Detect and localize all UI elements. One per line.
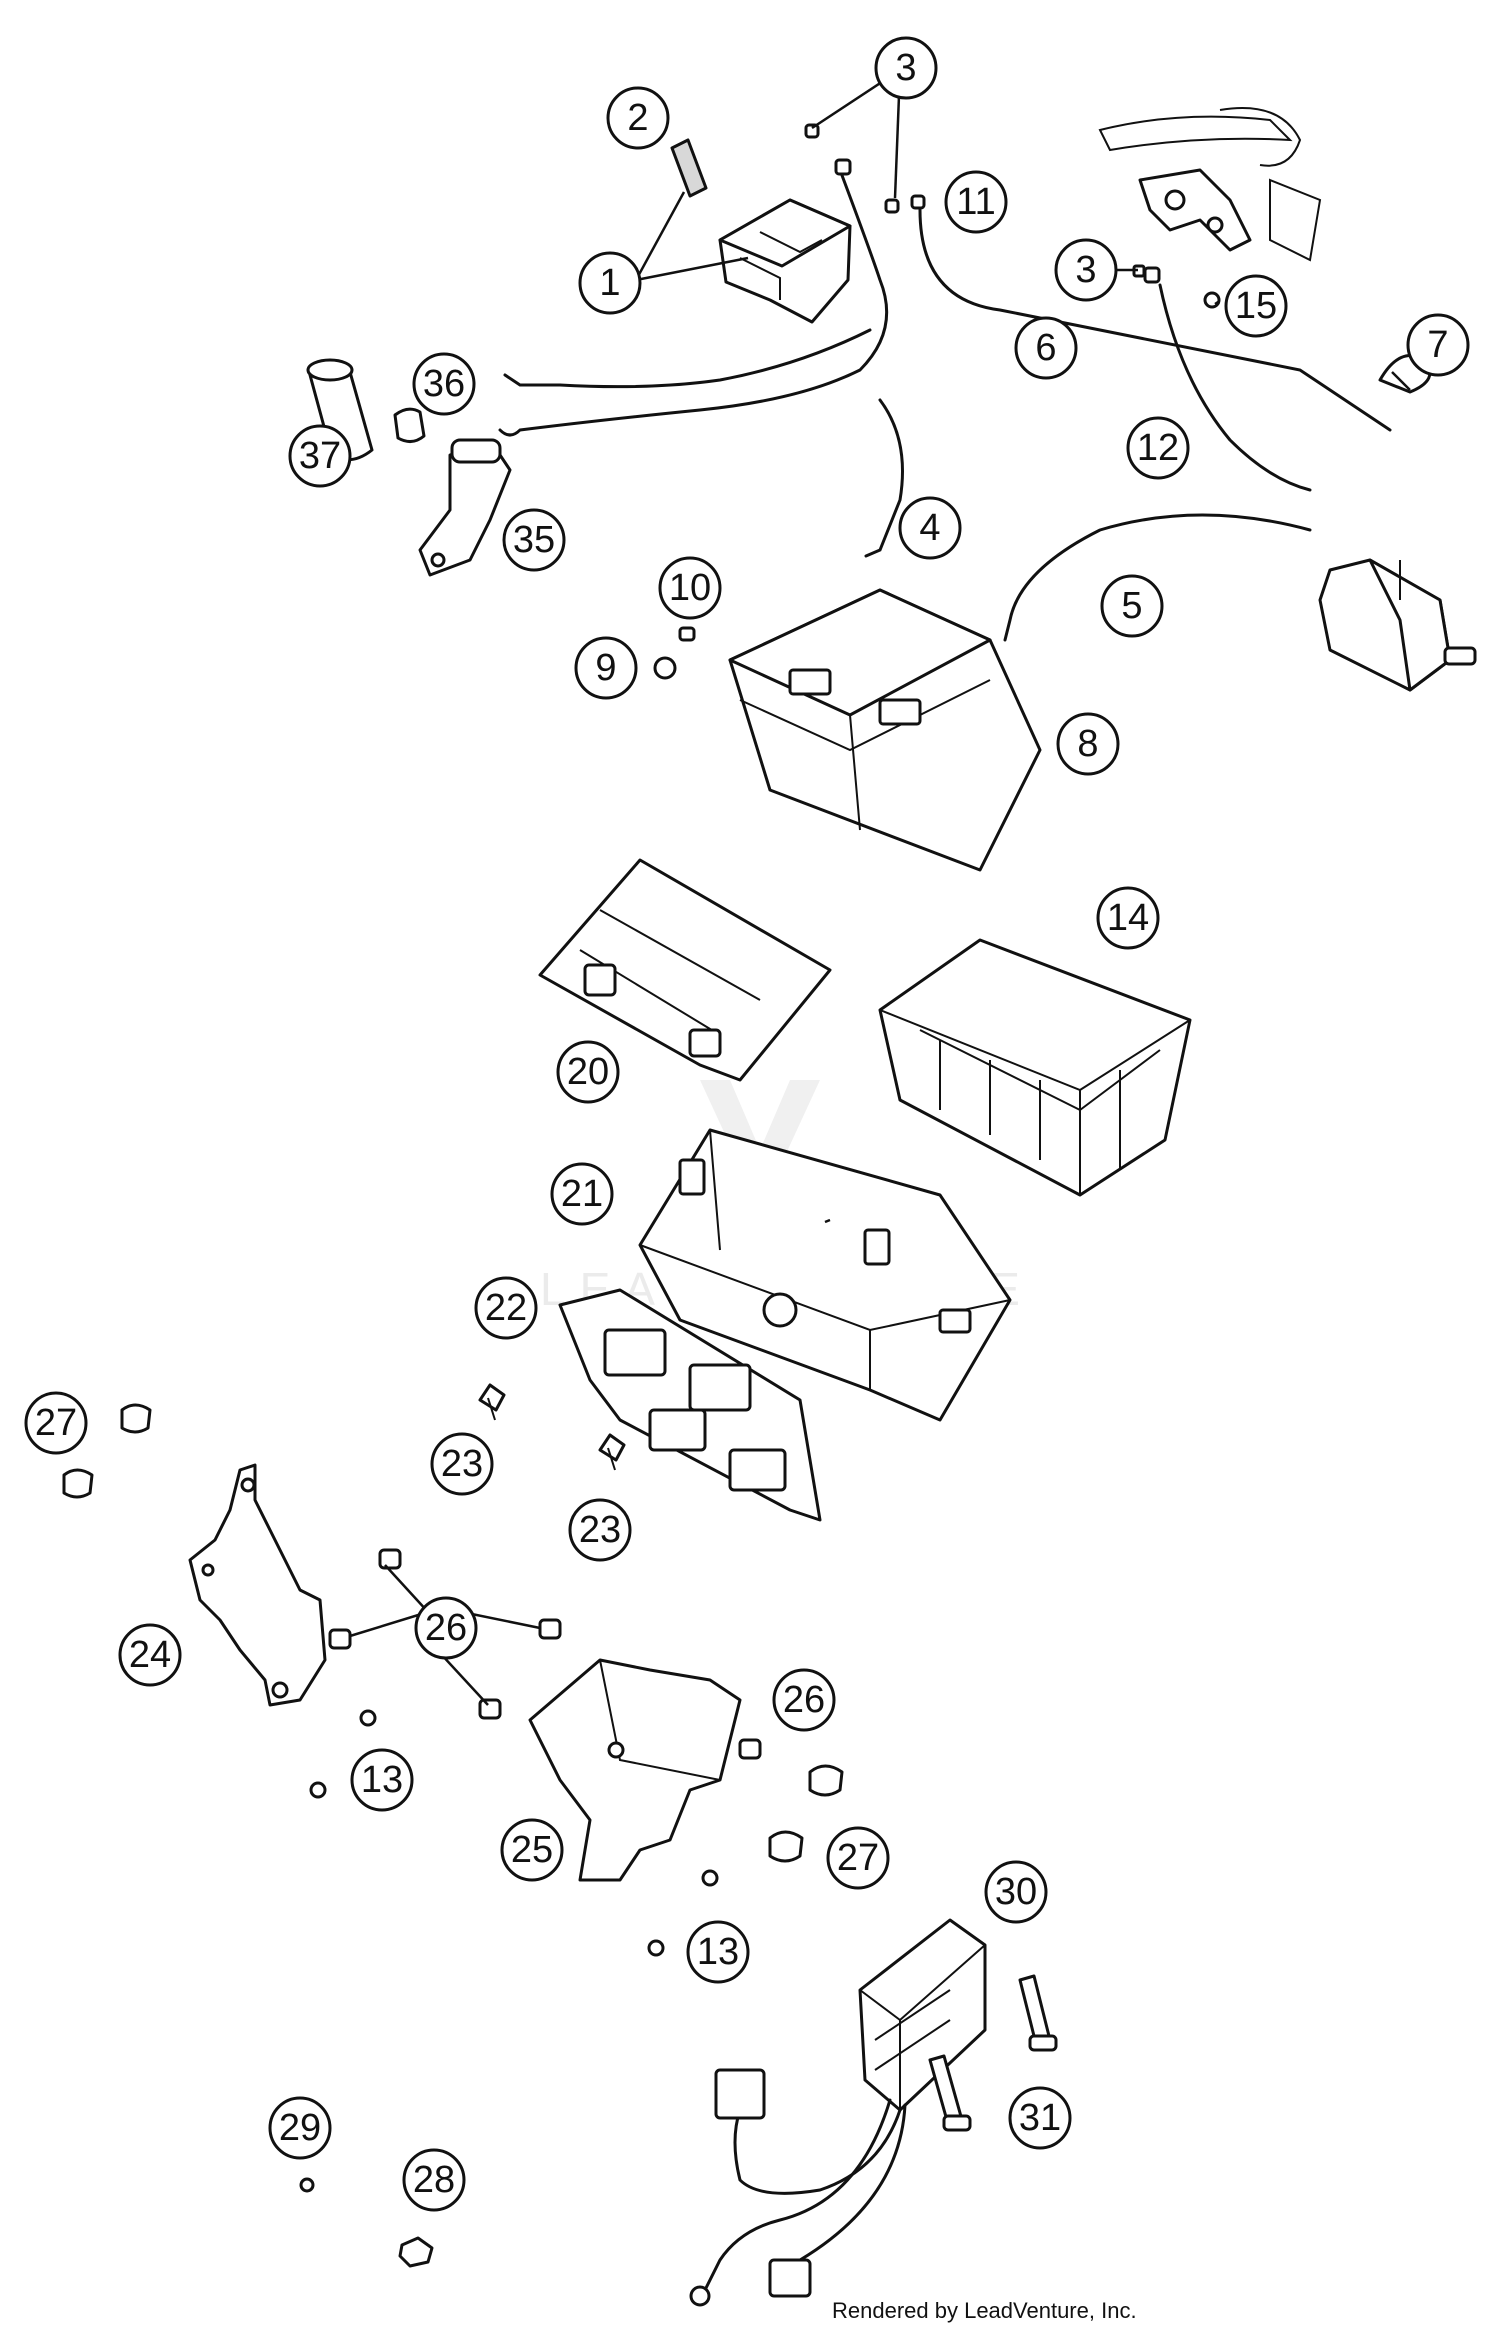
svg-text:22: 22 [485, 1287, 527, 1329]
callout-9: 9 [574, 636, 638, 700]
bushings-27 [62, 1403, 844, 1863]
svg-text:35: 35 [513, 519, 555, 561]
clips-26 [328, 1548, 762, 1760]
svg-text:9: 9 [595, 647, 616, 689]
svg-text:2: 2 [627, 97, 648, 139]
callout-2: 2 [606, 86, 670, 150]
callout-26-right: 26 [772, 1668, 836, 1732]
regulator-harness [689, 2068, 907, 2307]
callout-13-right: 13 [686, 1920, 750, 1984]
svg-text:13: 13 [361, 1759, 403, 1801]
svg-text:24: 24 [129, 1634, 171, 1676]
callout-5: 5 [1100, 574, 1164, 638]
callout-35: 35 [502, 508, 566, 572]
callout-25: 25 [500, 1818, 564, 1882]
svg-text:36: 36 [423, 363, 465, 405]
credit-text: Rendered by LeadVenture, Inc. [832, 2298, 1137, 2323]
svg-text:10: 10 [669, 567, 711, 609]
svg-text:26: 26 [783, 1679, 825, 1721]
svg-text:5: 5 [1121, 585, 1142, 627]
svg-text:28: 28 [413, 2159, 455, 2201]
svg-text:15: 15 [1235, 285, 1277, 327]
bracket-25 [528, 1658, 742, 1882]
callout-27-left: 27 [24, 1391, 88, 1455]
callout-29: 29 [268, 2096, 332, 2160]
svg-text:26: 26 [425, 1607, 467, 1649]
svg-text:29: 29 [279, 2107, 321, 2149]
frame-section [1098, 107, 1322, 262]
bolts-31 [928, 1974, 1058, 2132]
battery-box [638, 1128, 1012, 1422]
callout-36: 36 [412, 352, 476, 416]
callout-15: 15 [1224, 274, 1288, 338]
battery-screws [653, 626, 696, 680]
svg-text:12: 12 [1137, 427, 1179, 469]
callout-7: 7 [1406, 313, 1470, 377]
svg-text:4: 4 [919, 507, 940, 549]
callout-10: 10 [658, 556, 722, 620]
battery [728, 588, 1042, 872]
svg-text:30: 30 [995, 1871, 1037, 1913]
svg-text:31: 31 [1019, 2097, 1061, 2139]
svg-text:8: 8 [1077, 723, 1098, 765]
callout-30: 30 [984, 1860, 1048, 1924]
svg-text:25: 25 [511, 1829, 553, 1871]
svg-text:14: 14 [1107, 897, 1149, 939]
callout-6: 6 [1014, 316, 1078, 380]
callout-26-left: 26 [414, 1596, 478, 1660]
callout-21: 21 [550, 1162, 614, 1226]
callout-31: 31 [1008, 2086, 1072, 2150]
svg-text:21: 21 [561, 1173, 603, 1215]
callout-24: 24 [118, 1623, 182, 1687]
svg-text:37: 37 [299, 435, 341, 477]
bolts-23 [478, 1383, 626, 1471]
svg-text:7: 7 [1427, 324, 1448, 366]
callout-11: 11 [944, 170, 1008, 234]
battery-cover [538, 858, 832, 1082]
svg-text:11: 11 [956, 181, 995, 223]
callout-23-top: 23 [430, 1432, 494, 1496]
svg-text:23: 23 [579, 1509, 621, 1551]
callout-27-right: 27 [826, 1826, 890, 1890]
svg-text:1: 1 [599, 262, 620, 304]
cables [498, 123, 1392, 642]
starter-relay [670, 138, 852, 324]
callout-23-bottom: 23 [568, 1498, 632, 1562]
svg-text:3: 3 [1075, 249, 1096, 291]
callout-22: 22 [474, 1276, 538, 1340]
plate-22 [558, 1288, 822, 1522]
callout-13-left: 13 [350, 1748, 414, 1812]
bracket-35 [306, 358, 512, 577]
nuts-28-29 [299, 2177, 434, 2268]
voltage-regulator [858, 1918, 987, 2112]
svg-text:13: 13 [697, 1931, 739, 1973]
svg-text:6: 6 [1035, 327, 1056, 369]
callout-12: 12 [1126, 416, 1190, 480]
callout-37: 37 [288, 424, 352, 488]
svg-text:20: 20 [567, 1051, 609, 1093]
bracket-24 [188, 1463, 327, 1707]
callout-28: 28 [402, 2148, 466, 2212]
callout-20: 20 [556, 1040, 620, 1104]
svg-text:23: 23 [441, 1443, 483, 1485]
svg-text:3: 3 [895, 47, 916, 89]
callout-3-right: 3 [1054, 238, 1118, 302]
callout-1: 1 [578, 251, 642, 315]
callout-4: 4 [898, 496, 962, 560]
battery-insert [878, 938, 1192, 1197]
callout-3-top: 3 [874, 36, 938, 100]
leader-lines [349, 68, 1411, 1706]
callout-8: 8 [1056, 712, 1120, 776]
svg-text:27: 27 [35, 1402, 77, 1444]
starter-motor [1318, 354, 1477, 692]
screws-13 [309, 1709, 719, 1957]
svg-text:27: 27 [837, 1837, 879, 1879]
callout-14: 14 [1096, 886, 1160, 950]
